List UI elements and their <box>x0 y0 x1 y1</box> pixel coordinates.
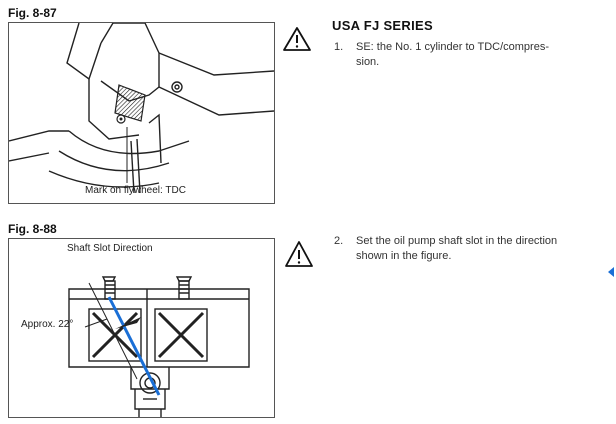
fig-8-87-illustration: Mark on flywheel: TDC <box>8 22 275 204</box>
step-2: 2. Set the oil pump shaft slot in the di… <box>334 234 610 266</box>
fig-8-88-label: Fig. 8-88 <box>8 222 57 236</box>
flywheel-diagram <box>9 23 274 194</box>
section-title: USA FJ SERIES <box>332 18 433 33</box>
warning-triangle-icon <box>284 240 314 273</box>
step-2-line-1: Set the oil pump shaft slot in the direc… <box>356 235 558 247</box>
step-1-line-2: sion. <box>356 56 380 68</box>
step-2-number: 2. <box>334 235 344 247</box>
step-2-line-2: shown in the figure. <box>356 250 452 262</box>
flywheel-mark-caption: Mark on flywheel: TDC <box>85 185 186 196</box>
shaft-slot-direction-line <box>107 296 161 396</box>
shaft-slot-direction-title: Shaft Slot Direction <box>67 243 153 254</box>
approx-angle-label: Approx. 22° <box>21 319 74 330</box>
fig-8-87-label: Fig. 8-87 <box>8 6 57 20</box>
step-1-line-1: SE: the No. 1 cylinder to TDC/compres- <box>356 41 549 53</box>
oil-pump-diagram <box>68 276 250 417</box>
timing-mark-hatch <box>114 84 146 122</box>
warning-triangle-icon <box>282 26 312 57</box>
blue-edge-mark <box>608 264 614 277</box>
step-1: 1. SE: the No. 1 cylinder to TDC/compres… <box>334 40 604 72</box>
step-1-number: 1. <box>334 41 344 53</box>
fig-8-88-illustration: Shaft Slot Direction Approx. 22° <box>8 238 275 418</box>
